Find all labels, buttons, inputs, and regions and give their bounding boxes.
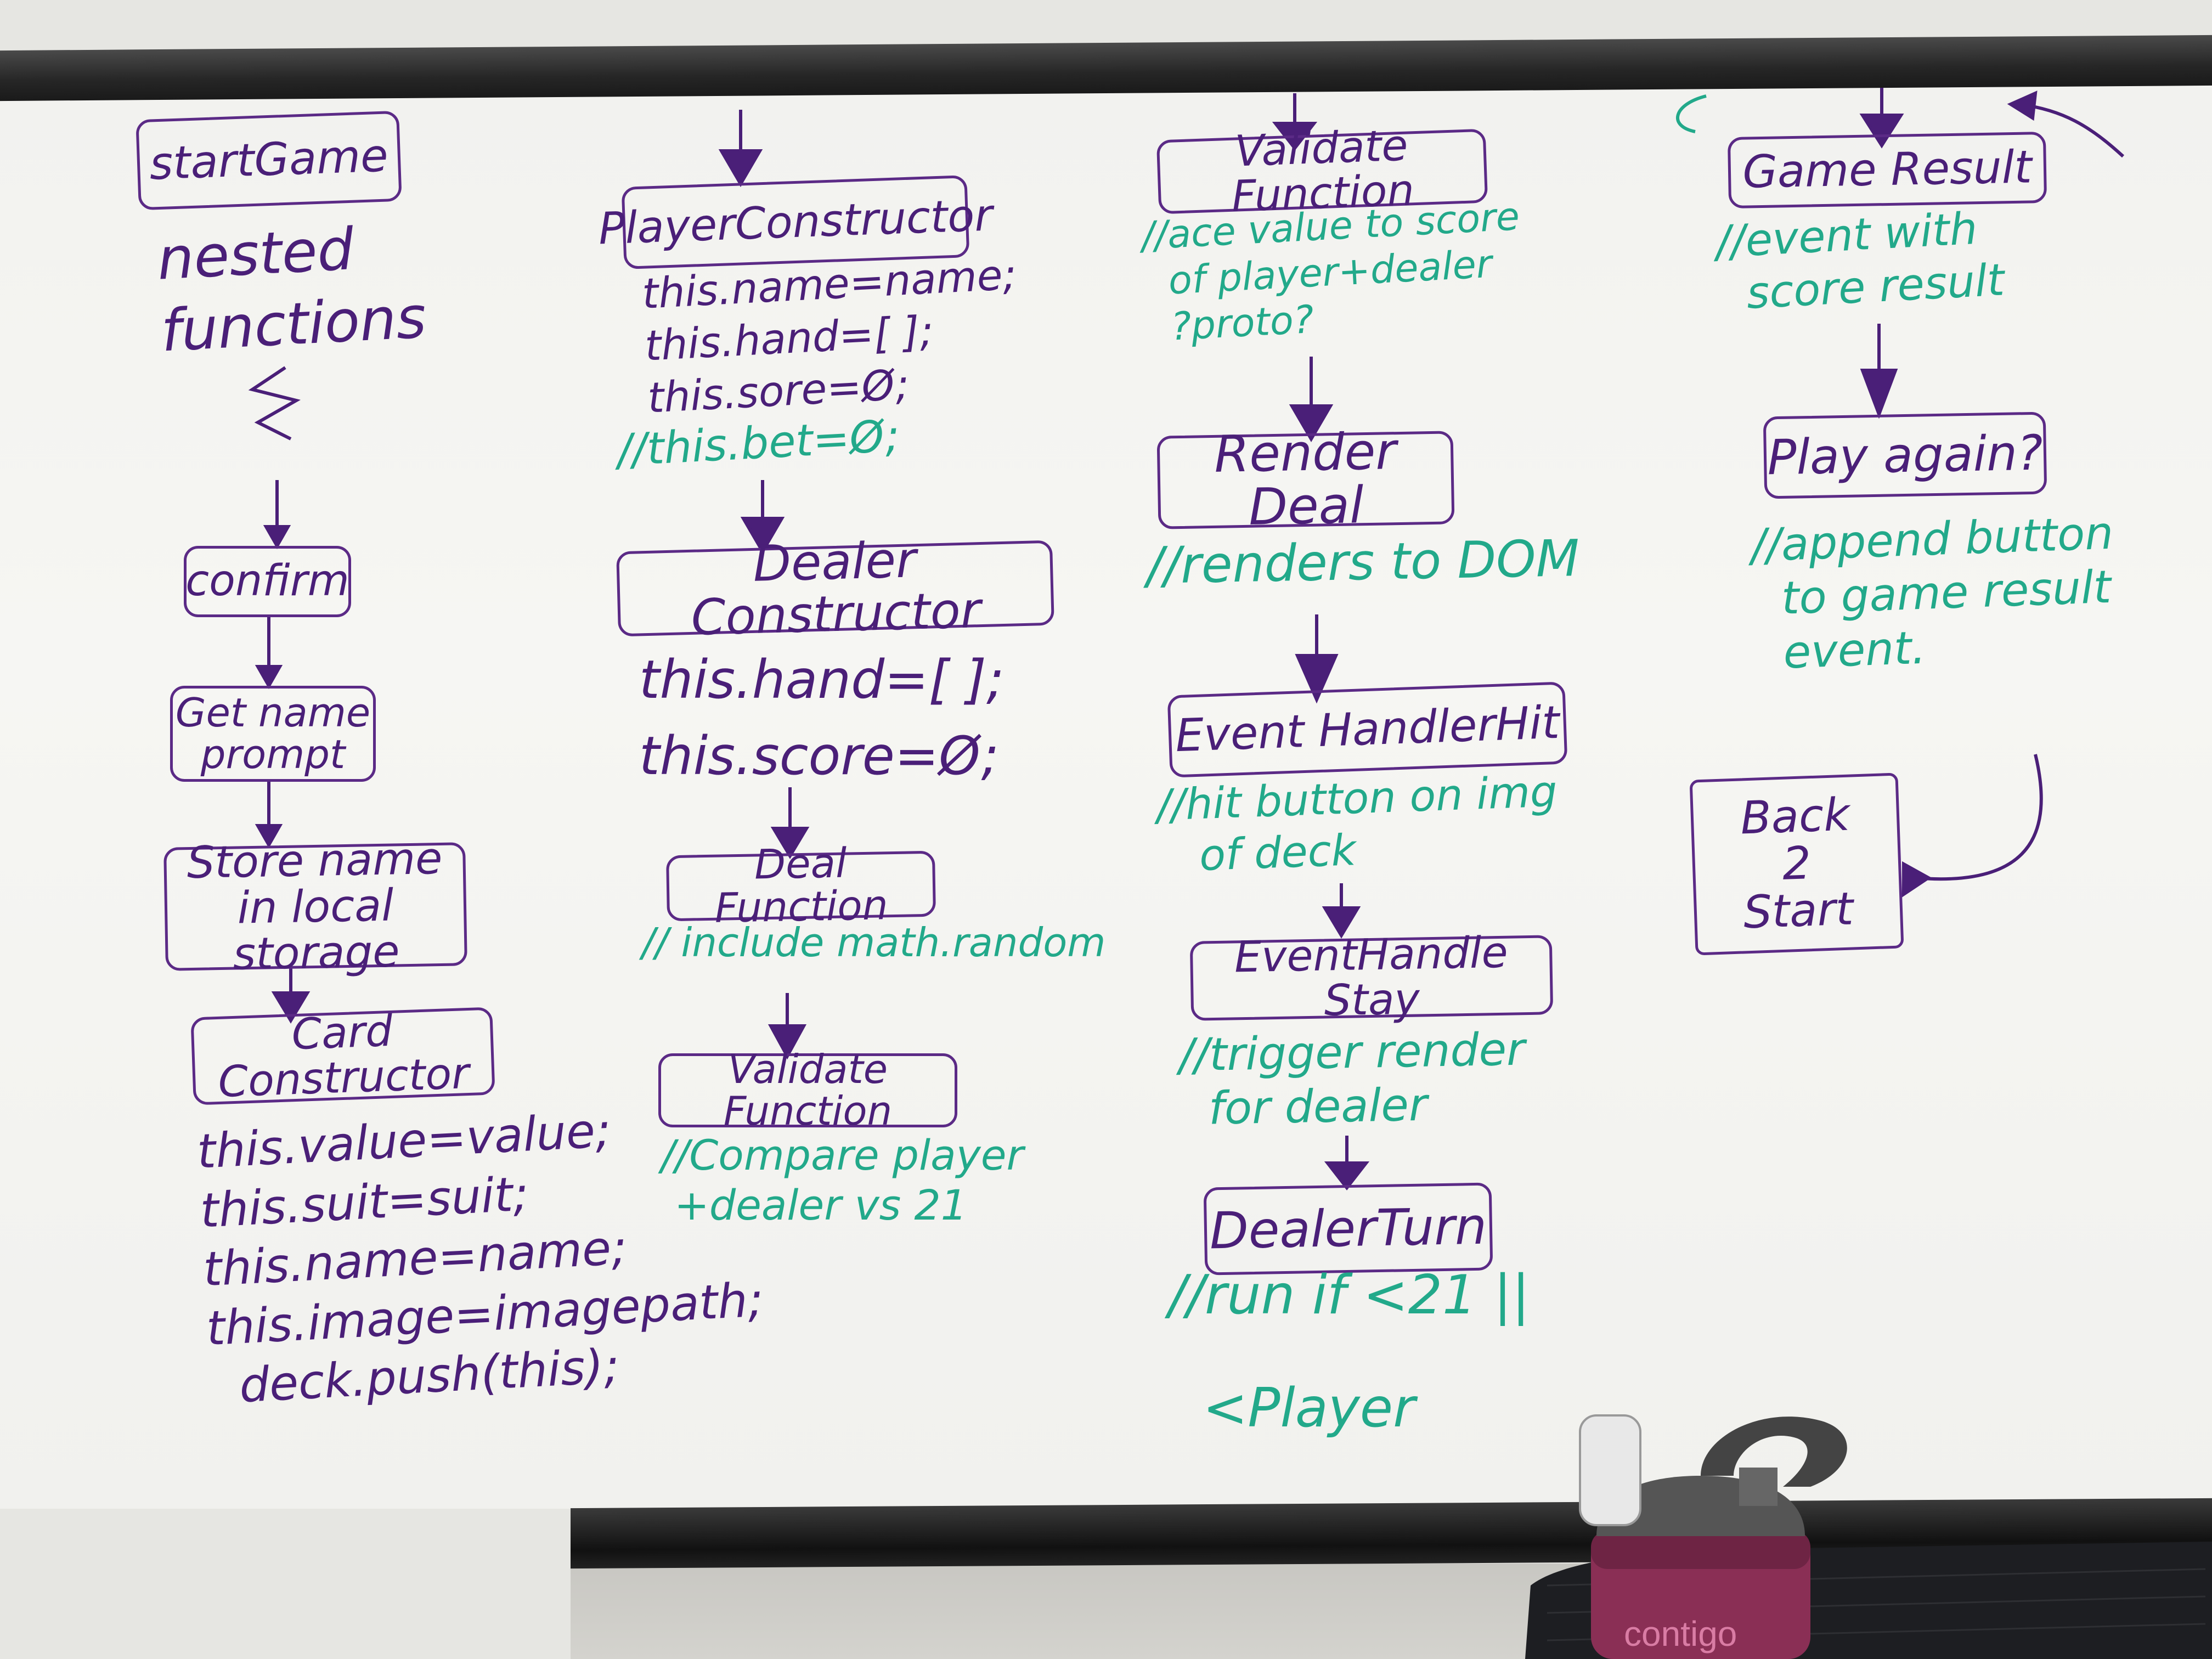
water-bottle-icon: contigo: [1525, 1414, 2212, 1659]
dealer-turn-box: DealerTurn: [1203, 1182, 1493, 1276]
squiggle: [248, 366, 301, 441]
whiteboard: [0, 82, 2212, 1509]
play-again-box: Play again?: [1763, 411, 2047, 499]
ace-value-comment: //ace value to score of player+dealer ?p…: [1140, 194, 1521, 351]
trigger-render-comment: //trigger render for dealer: [1178, 1023, 1526, 1136]
deal-function-comment: // include math.random: [642, 919, 1106, 966]
validate-compare-comment: //Compare player +dealer vs 21: [661, 1131, 1024, 1230]
back-to-start-box: Back 2 Start: [1689, 772, 1904, 956]
append-button-comment: //append button to game result event.: [1750, 507, 2114, 680]
dealer-constructor-box: Dealer Constructor: [616, 531, 1054, 646]
store-name-box: Store name in local storage: [163, 832, 467, 979]
render-deal-comment: //renders to DOM: [1146, 529, 1580, 595]
event-handle-stay-box: EventHandle Stay: [1189, 928, 1554, 1025]
start-game-box: startGame: [136, 110, 402, 211]
game-result-box: Game Result: [1727, 131, 2047, 209]
dealer-turn-comment: //run if <21 || <Player: [1169, 1264, 1530, 1440]
render-deal-box: Render Deal: [1156, 422, 1455, 537]
confirm-box: confirm: [184, 546, 351, 617]
bottle-brand-text: contigo: [1624, 1614, 1737, 1654]
hit-button-comment: //hit button on img of deck: [1155, 767, 1558, 882]
event-handler-hit-box: Event HandlerHit: [1167, 681, 1568, 778]
game-result-comment: //event with score result: [1714, 202, 2006, 320]
dealer-constructor-code: this.hand=[ ]; this.score=Ø;: [639, 649, 1005, 787]
player-constructor-code: this.name=name; this.hand=[ ]; this.sore…: [641, 250, 1018, 422]
get-name-prompt-box: Get name prompt: [170, 686, 376, 782]
deal-function-box: Deal Function: [665, 840, 936, 932]
validate-function-box-col2: Validate Function: [658, 1048, 957, 1131]
nested-functions-note: nested functions: [155, 216, 428, 365]
card-constructor-box: Card Constructor: [190, 1007, 495, 1107]
